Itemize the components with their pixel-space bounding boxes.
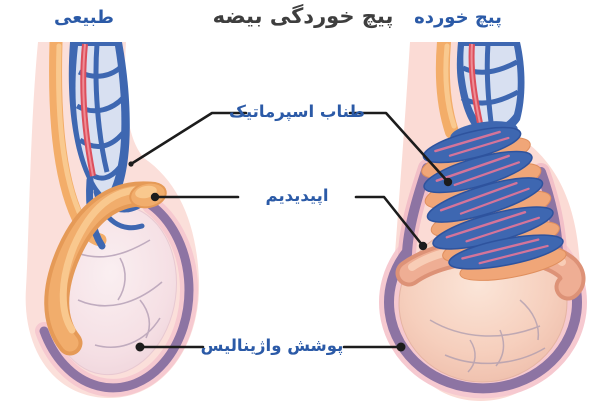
twisted-cord	[421, 121, 567, 281]
pointer-dot	[135, 342, 145, 352]
header-twisted: پیچ خورده	[414, 7, 502, 28]
twist-coils	[422, 126, 564, 270]
pointer-dot	[150, 192, 160, 202]
pointer-dot	[128, 161, 134, 167]
connector-lines	[129, 111, 450, 349]
testicle-veins-right	[429, 299, 546, 373]
vas-deferens-right	[435, 42, 459, 139]
tunica-vaginalis-left	[39, 200, 194, 393]
header-normal: طبیعی	[53, 7, 115, 28]
pointer-dot	[443, 177, 453, 187]
pointer-dots	[128, 161, 453, 352]
header-condition-title: پیچ خوردگی بیضه	[212, 4, 394, 28]
normal-illustration	[25, 42, 200, 399]
torsion-illustration	[379, 42, 587, 401]
connector-epididymis-right	[354, 195, 425, 248]
label-spermatic-cord: طناب اسپرماتیک	[229, 102, 365, 121]
label-epididymis: اپیدیدیم	[265, 186, 329, 205]
label-tunica-vaginalis: پوشش واژینالیس	[200, 336, 344, 355]
pointer-dot	[396, 342, 406, 352]
pampiniform-plexus-right	[456, 42, 525, 137]
connector-spermatic-left	[129, 111, 248, 166]
tunica-vaginalis-right	[384, 248, 582, 394]
tunica-collar-left	[402, 163, 432, 259]
epididymis-left	[44, 181, 167, 356]
pointer-dot	[418, 241, 428, 251]
connector-spermatic-right	[348, 111, 450, 184]
